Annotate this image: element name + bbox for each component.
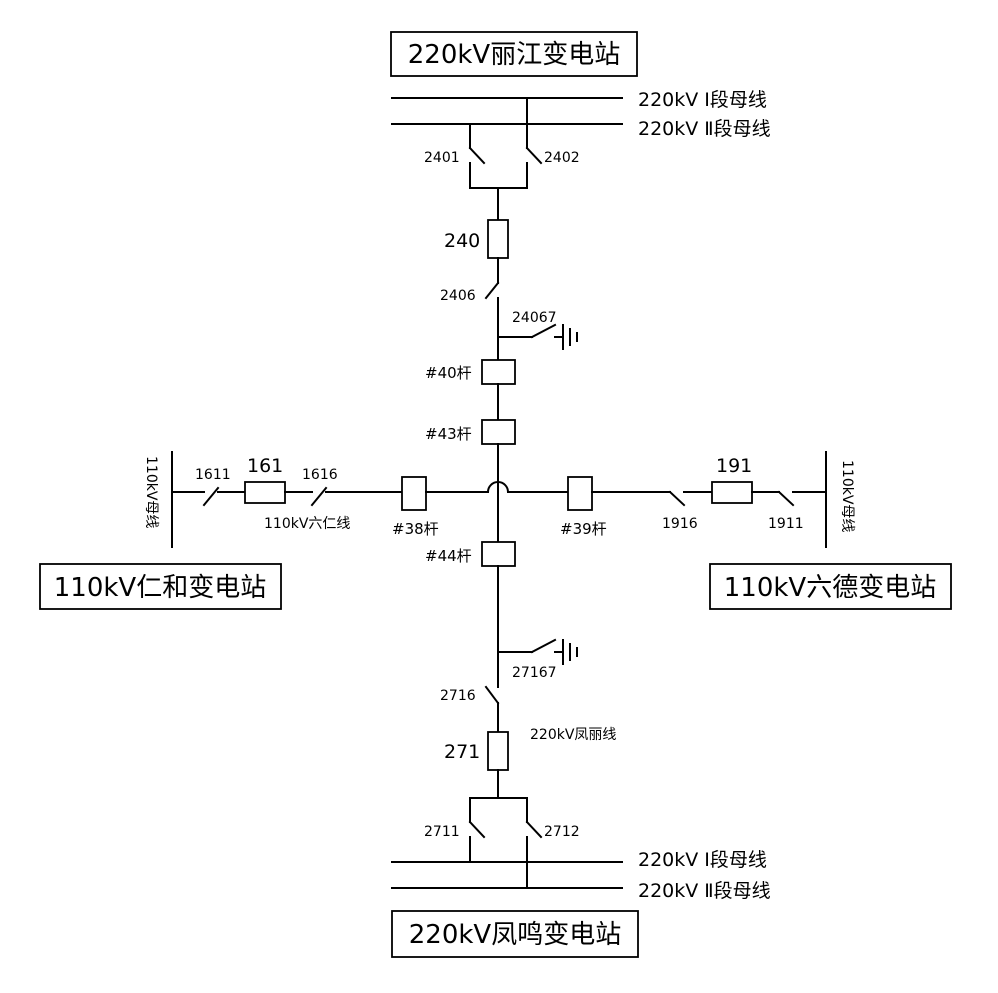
- station-lijiang-box: [390, 31, 638, 77]
- breaker-240: [487, 219, 509, 259]
- bus-right-label: 110kV母线: [839, 460, 855, 532]
- switch-2402-label: 2402: [544, 150, 580, 166]
- pole-40: [481, 359, 516, 385]
- station-lijiang-label: 220kV丽江变电站: [408, 40, 620, 70]
- switch-2716-label: 2716: [440, 688, 476, 704]
- pole-38: [401, 476, 427, 511]
- switch-1616-label: 1616: [302, 467, 338, 483]
- switch-2406-label: 2406: [440, 288, 476, 304]
- disconnector-2712: [525, 820, 543, 839]
- breaker-240-label: 240: [444, 230, 480, 252]
- disconnector-1616: [310, 486, 328, 507]
- bus-bottom-ii-label: 220kV Ⅱ段母线: [638, 880, 771, 902]
- pole-43: [481, 419, 516, 445]
- bus-left-label: 110kV母线: [143, 456, 159, 528]
- switch-1611-label: 1611: [195, 467, 231, 483]
- disconnector-2711: [468, 820, 486, 839]
- pole-44-label: #44杆: [425, 547, 472, 565]
- disconnector-2716: [484, 685, 500, 705]
- station-renhe-label: 110kV仁和变电站: [54, 573, 266, 603]
- wire-38-39-hop: [425, 481, 569, 493]
- switch-2712-label: 2712: [544, 824, 580, 840]
- bus-top-i-label: 220kV Ⅰ段母线: [638, 89, 767, 111]
- pole-39-label: #39杆: [560, 520, 607, 538]
- pole-39: [567, 476, 593, 511]
- switch-1916-label: 1916: [662, 516, 698, 532]
- breaker-161-label: 161: [247, 455, 283, 477]
- disconnector-1911: [777, 490, 795, 507]
- line-fengli-label: 220kV凤丽线: [530, 727, 616, 743]
- earth-24067-blade: [530, 323, 557, 339]
- switch-2711-label: 2711: [424, 824, 460, 840]
- breaker-271-label: 271: [444, 741, 480, 763]
- disconnector-2402: [525, 146, 543, 165]
- breaker-161: [244, 481, 286, 504]
- disconnector-1916: [668, 490, 686, 507]
- station-fengming-box: [391, 910, 639, 958]
- switch-2401-label: 2401: [424, 150, 460, 166]
- breaker-191: [711, 481, 753, 504]
- station-renhe-box: [39, 563, 282, 610]
- bus-top-ii-label: 220kV Ⅱ段母线: [638, 118, 771, 140]
- bus-bottom-i-label: 220kV Ⅰ段母线: [638, 849, 767, 871]
- pole-44: [481, 541, 516, 567]
- earth-27167-blade: [530, 638, 557, 654]
- disconnector-1611: [202, 486, 220, 507]
- disconnector-2401: [468, 146, 486, 165]
- breaker-271: [487, 731, 509, 771]
- switch-24067-label: 24067: [512, 310, 557, 326]
- switch-1911-label: 1911: [768, 516, 804, 532]
- station-liude-box: [709, 563, 952, 610]
- breaker-191-label: 191: [716, 455, 752, 477]
- switch-27167-label: 27167: [512, 665, 557, 681]
- pole-38-label: #38杆: [392, 520, 439, 538]
- pole-40-label: #40杆: [425, 364, 472, 382]
- station-liude-label: 110kV六德变电站: [724, 573, 936, 603]
- line-liuren-label: 110kV六仁线: [264, 516, 350, 532]
- station-fengming-label: 220kV凤鸣变电站: [409, 920, 621, 950]
- pole-43-label: #43杆: [425, 425, 472, 443]
- disconnector-2406: [484, 281, 500, 300]
